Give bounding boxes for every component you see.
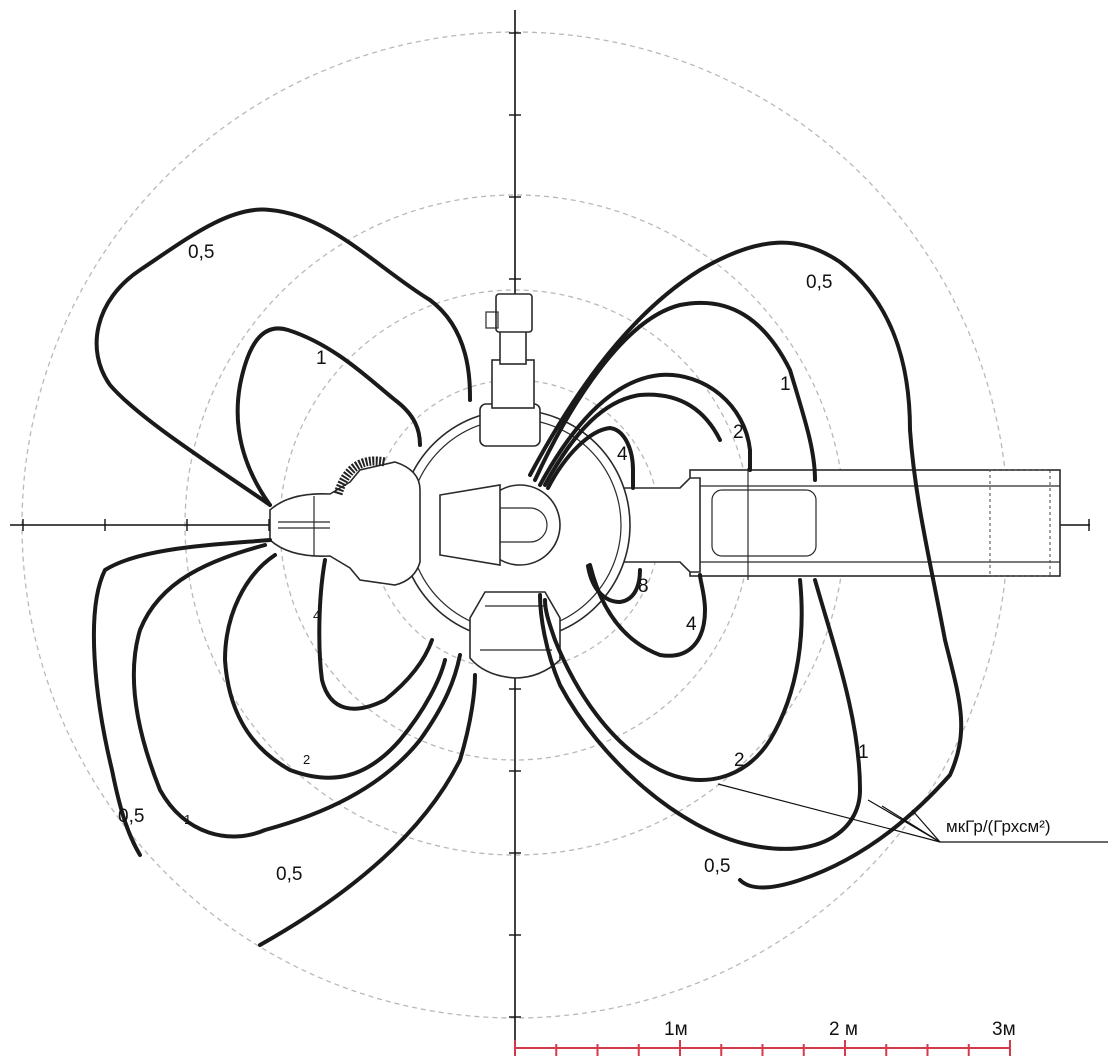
scale-label-2m: 2 м <box>829 1019 858 1040</box>
hub-slot <box>499 507 548 543</box>
isodose-curve-0-5-left-upper <box>94 207 472 507</box>
label-0-5-left-lower-b: 0,5 <box>276 864 302 885</box>
label-1-right-upper: 1 <box>780 374 791 395</box>
label-1-right-lower: 1 <box>858 742 869 763</box>
label-0-5-left-upper: 0,5 <box>188 242 214 263</box>
isodose-curve-0-5-left-lower-arc <box>258 673 477 947</box>
isodose-curve-2-right-upper <box>538 372 752 487</box>
isodose-curve-1-left-upper <box>235 326 422 507</box>
isodose-curve-4-right-lower <box>588 563 707 658</box>
isodose-curve-1-right-upper <box>533 300 817 482</box>
scale-bar: 1м 2 м 3м <box>514 1019 1016 1056</box>
scale-bar-ticks <box>514 1040 1011 1056</box>
isodose-curve-2-left-lower <box>223 553 447 780</box>
table-extension <box>989 469 1051 577</box>
top-unit-neck <box>499 329 527 365</box>
top-unit-body <box>491 359 535 409</box>
isodose-curves <box>91 207 964 947</box>
label-1-left-lower: 1 <box>184 812 191 827</box>
patient-table <box>689 469 1061 577</box>
isodose-curve-4-left-lower <box>317 558 434 711</box>
isodose-curve-4-right-upper <box>546 426 635 490</box>
bottom-unit <box>469 591 561 679</box>
isodose-curve-1-right-lower <box>538 578 862 851</box>
isodose-curve-0-5-left-lower-outer <box>91 538 272 857</box>
leader-line <box>717 783 941 843</box>
leader-line <box>911 809 941 843</box>
isodose-curve-8-right-lower <box>586 564 642 604</box>
isodose-curve-0-5-right-upper <box>528 240 964 890</box>
label-0-5-right-lower: 0,5 <box>704 856 730 877</box>
top-unit-base <box>479 403 541 447</box>
label-2-left-lower: 2 <box>303 752 310 767</box>
table-panel <box>711 489 817 557</box>
xray-tube-head <box>269 461 421 586</box>
scale-label-3m: 3м <box>992 1019 1016 1040</box>
unit-label: мкГр/(Грхсм²) <box>946 817 1051 836</box>
isodose-labels: 0,5 1 4 2 1 0,5 0,5 0,5 1 2 4 8 4 2 1 0,… <box>118 242 869 885</box>
cable-loop <box>333 456 386 496</box>
leader-line <box>881 805 941 843</box>
label-2-right-lower: 2 <box>734 750 745 771</box>
isodose-curve-1-left-lower <box>131 543 462 839</box>
label-0-5-left-lower-a: 0,5 <box>118 806 144 827</box>
equipment-drawing <box>269 293 1061 679</box>
label-4-right-upper: 4 <box>617 444 628 465</box>
unit-annotation: мкГр/(Грхсм²) <box>717 783 1108 843</box>
isodose-curve-2-right-lower <box>543 578 804 782</box>
label-2-right-upper: 2 <box>733 422 744 443</box>
scale-label-1m: 1м <box>664 1019 688 1040</box>
top-unit-cap <box>495 293 533 333</box>
label-8-right-lower: 8 <box>638 576 649 597</box>
label-4-left-lower: 4 <box>313 608 320 623</box>
top-unit-side <box>485 311 499 329</box>
detector-arm <box>439 484 501 566</box>
isodose-curve-2-right-extra <box>543 392 722 487</box>
label-0-5-right-upper: 0,5 <box>806 272 832 293</box>
label-1-left-upper: 1 <box>316 348 327 369</box>
label-4-right-lower: 4 <box>686 614 697 635</box>
